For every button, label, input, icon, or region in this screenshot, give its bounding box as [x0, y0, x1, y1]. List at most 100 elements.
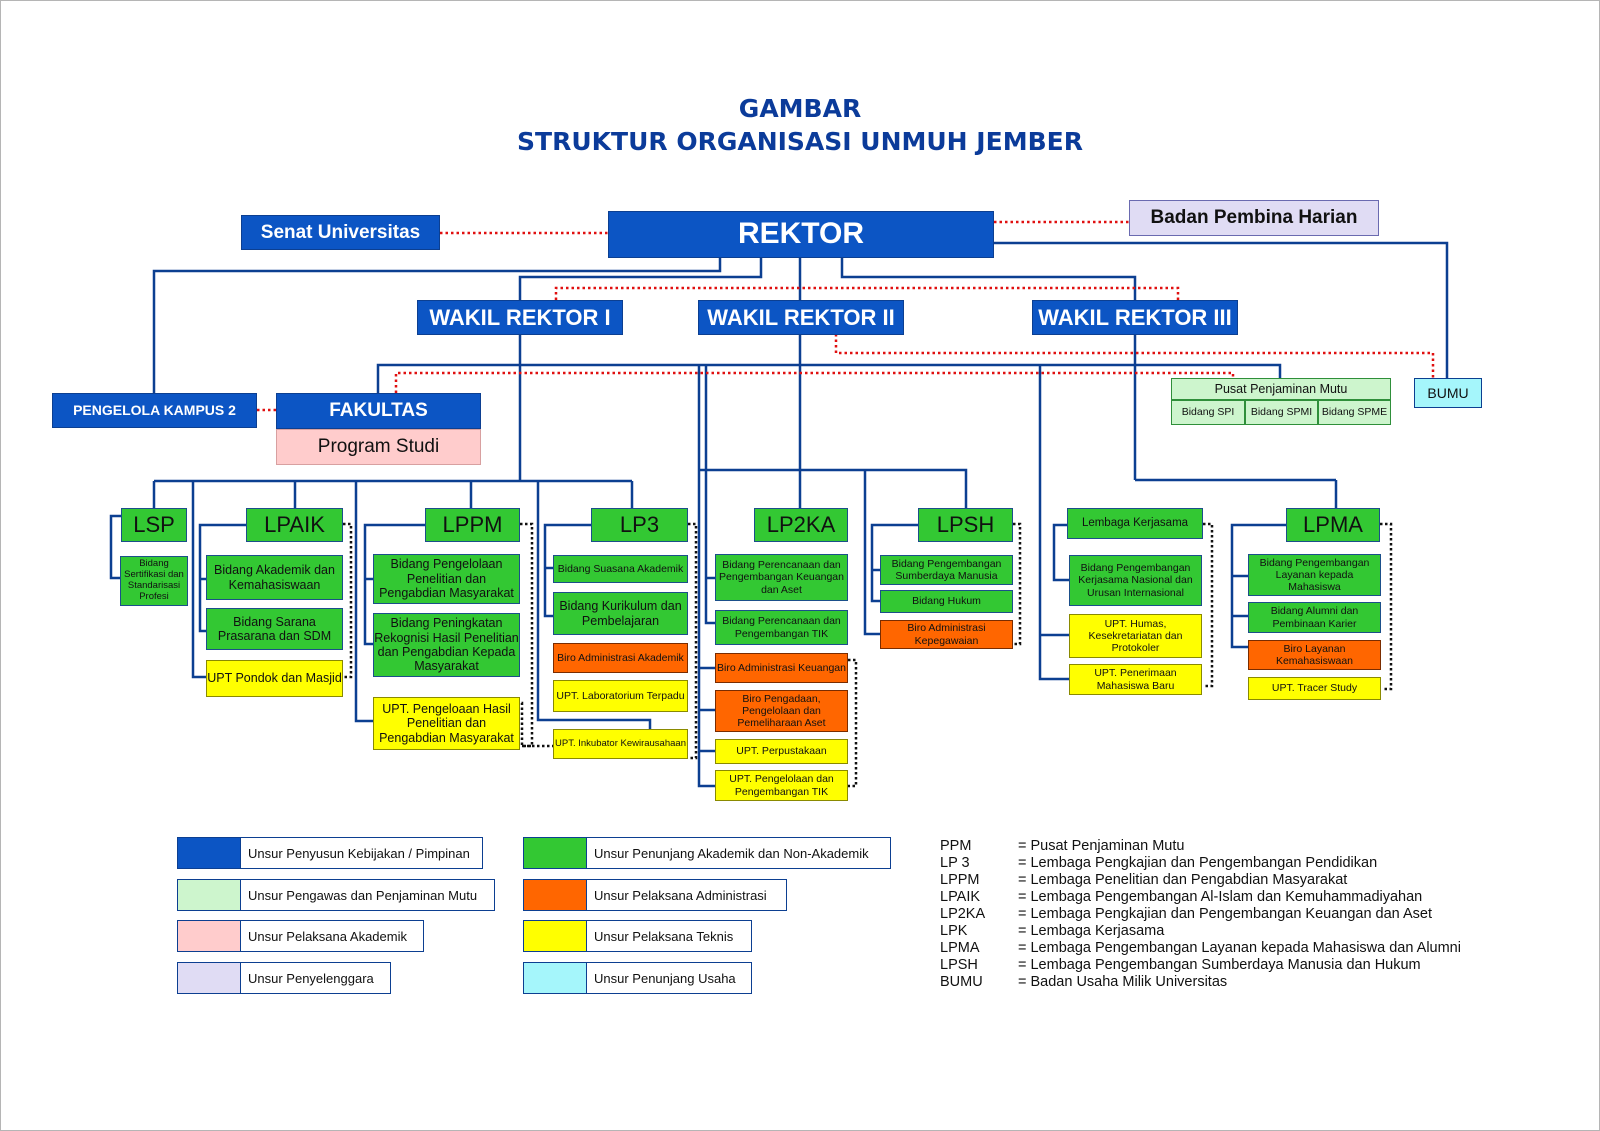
abbreviation-row: LPMA = Lembaga Pengembangan Layanan kepad…	[940, 940, 1461, 957]
abbreviation-key: LPPM	[940, 872, 980, 888]
lembaga-kerjasama-box: Lembaga Kerjasama	[1067, 508, 1203, 539]
legend-swatch	[524, 963, 587, 993]
abbreviation-key: LPK	[940, 923, 968, 939]
lpsh-item: Biro Administrasi Kepegawaian	[880, 620, 1013, 649]
ppm-title-box: Pusat Penjaminan Mutu	[1171, 378, 1391, 400]
lp3-item: Biro Administrasi Akademik	[553, 643, 688, 673]
lpaik-item: UPT Pondok dan Masjid	[206, 660, 343, 697]
fakultas-box: FAKULTAS	[276, 393, 481, 429]
legend-swatch	[178, 880, 241, 910]
legend-label: Unsur Penyelenggara	[248, 970, 374, 986]
lsp-bidang-box: Bidang Sertifikasi dan Standarisasi Prof…	[120, 556, 188, 606]
legend-label: Unsur Pelaksana Akademik	[248, 928, 407, 944]
abbreviation-key: PPM	[940, 838, 972, 854]
abbreviation-row: LPK = Lembaga Kerjasama	[940, 923, 1461, 940]
lpma-item: Bidang Alumni dan Pembinaan Karier	[1248, 602, 1381, 633]
legend-item: Unsur Pelaksana Akademik	[177, 920, 424, 952]
legend-swatch	[178, 838, 241, 868]
abbreviation-key: LP2KA	[940, 906, 986, 922]
legend-label: Unsur Pengawas dan Penjaminan Mutu	[248, 887, 478, 903]
lpma-item: Biro Layanan Kemahasiswaan	[1248, 640, 1381, 670]
abbreviation-value: = Badan Usaha Milik Universitas	[1018, 974, 1228, 990]
lp2ka-item: UPT. Pengelolaan dan Pengembangan TIK	[715, 770, 848, 801]
legend-label: Unsur Pelaksana Teknis	[594, 928, 734, 944]
abbreviation-value: = Pusat Penjaminan Mutu	[1018, 838, 1185, 854]
lp2ka-item: Biro Administrasi Keuangan	[715, 653, 848, 683]
legend-item: Unsur Penunjang Usaha	[523, 962, 752, 994]
abbreviation-value: = Lembaga Kerjasama	[1018, 923, 1165, 939]
lp2ka-item: Biro Pengadaan, Pengelolaan dan Pemeliha…	[715, 690, 848, 732]
lpma-item: Bidang Pengembangan Layanan kepada Mahas…	[1248, 554, 1381, 596]
ppm-spi-box: Bidang SPI	[1171, 400, 1245, 425]
abbreviation-key: LPSH	[940, 957, 978, 973]
lppm-item: Bidang Peningkatan Rekognisi Hasil Penel…	[373, 613, 520, 677]
legend-swatch	[178, 921, 241, 951]
legend-label: Unsur Pelaksana Administrasi	[594, 887, 767, 903]
ppm-spme-box: Bidang SPME	[1318, 400, 1391, 425]
rektor-box: REKTOR	[608, 211, 994, 258]
lp3-item: Bidang Kurikulum dan Pembelajaran	[553, 592, 688, 635]
abbreviation-row: LP 3 = Lembaga Pengkajian dan Pengembanga…	[940, 855, 1461, 872]
lp3-item: Bidang Suasana Akademik	[553, 555, 688, 583]
lpaik-item: Bidang Sarana Prasarana dan SDM	[206, 608, 343, 650]
legend-label: Unsur Penunjang Akademik dan Non-Akademi…	[594, 845, 869, 861]
legend-item: Unsur Pengawas dan Penjaminan Mutu	[177, 879, 495, 911]
wakil-rektor-2-box: WAKIL REKTOR II	[698, 300, 904, 335]
lpaik-item: Bidang Akademik dan Kemahasiswaan	[206, 555, 343, 600]
lk-item: UPT. Humas, Kesekretariatan dan Protokol…	[1069, 614, 1202, 658]
abbreviation-row: PPM = Pusat Penjaminan Mutu	[940, 838, 1461, 855]
abbreviation-key: LP 3	[940, 855, 970, 871]
abbreviation-row: LPSH= Lembaga Pengembangan Sumberdaya Ma…	[940, 957, 1461, 974]
lpsh-item: Bidang Hukum	[880, 590, 1013, 613]
lp2ka-item: Bidang Perencanaan dan Pengembangan TIK	[715, 610, 848, 645]
ppm-spmi-box: Bidang SPMI	[1245, 400, 1318, 425]
legend-swatch	[178, 963, 241, 993]
lpsh-item: Bidang Pengembangan Sumberdaya Manusia	[880, 555, 1013, 585]
legend-label: Unsur Penunjang Usaha	[594, 970, 736, 986]
legend-swatch	[524, 921, 587, 951]
lp2ka-item: UPT. Perpustakaan	[715, 739, 848, 764]
senat-box: Senat Universitas	[241, 215, 440, 250]
abbreviation-key: LPAIK	[940, 889, 981, 905]
pengelola-kampus-2-box: PENGELOLA KAMPUS 2	[52, 393, 257, 428]
chart-title-line1: GAMBAR	[738, 94, 862, 123]
abbreviation-value: = Lembaga Pengkajian dan Pengembangan Ke…	[1018, 906, 1432, 922]
legend-swatch	[524, 880, 587, 910]
lp2ka-item: Bidang Perencanaan dan Pengembangan Keua…	[715, 554, 848, 601]
wakil-rektor-3-box: WAKIL REKTOR III	[1032, 300, 1238, 335]
lsp-box: LSP	[121, 508, 187, 542]
legend-item: Unsur Penunjang Akademik dan Non-Akademi…	[523, 837, 891, 869]
lp3-item: UPT. Inkubator Kewirausahaan	[553, 729, 688, 759]
lpma-item: UPT. Tracer Study	[1248, 677, 1381, 700]
lp3-box: LP3	[591, 508, 688, 542]
bumu-box: BUMU	[1414, 378, 1482, 408]
abbreviation-key: LPMA	[940, 940, 980, 956]
legend-item: Unsur Penyelenggara	[177, 962, 391, 994]
program-studi-box: Program Studi	[276, 429, 481, 465]
lk-item: Bidang Pengembangan Kerjasama Nasional d…	[1069, 555, 1202, 606]
lppm-item: UPT. Pengeloaan Hasil Penelitian dan Pen…	[373, 697, 520, 750]
lk-item: UPT. Penerimaan Mahasiswa Baru	[1069, 664, 1202, 695]
lppm-box: LPPM	[425, 508, 520, 542]
bph-box: Badan Pembina Harian	[1129, 200, 1379, 236]
abbreviation-value: = Lembaga Pengembangan Al-Islam dan Kemu…	[1018, 889, 1423, 905]
abbreviation-list: PPM = Pusat Penjaminan Mutu LP 3 = Lembaga…	[940, 838, 1461, 991]
legend-swatch	[524, 838, 587, 868]
legend-item: Unsur Penyusun Kebijakan / Pimpinan	[177, 837, 483, 869]
abbreviation-value: = Lembaga Penelitian dan Pengabdian Masy…	[1018, 872, 1348, 888]
lp3-item: UPT. Laboratorium Terpadu	[553, 680, 688, 712]
abbreviation-row: BUMU= Badan Usaha Milik Universitas	[940, 974, 1461, 991]
abbreviation-row: LPPM = Lembaga Penelitian dan Pengabdian …	[940, 872, 1461, 889]
lpaik-box: LPAIK	[246, 508, 343, 542]
legend-label: Unsur Penyusun Kebijakan / Pimpinan	[248, 845, 470, 861]
legend-item: Unsur Pelaksana Administrasi	[523, 879, 787, 911]
abbreviation-value: = Lembaga Pengkajian dan Pengembangan Pe…	[1018, 855, 1378, 871]
lpma-box: LPMA	[1286, 508, 1380, 542]
abbreviation-row: LP2KA = Lembaga Pengkajian dan Pengembang…	[940, 906, 1461, 923]
abbreviation-value: = Lembaga Pengembangan Layanan kepada Ma…	[1018, 940, 1461, 956]
lpsh-box: LPSH	[918, 508, 1013, 542]
wakil-rektor-1-box: WAKIL REKTOR I	[417, 300, 623, 335]
lp2ka-box: LP2KA	[754, 508, 848, 542]
lppm-item: Bidang Pengelolaan Penelitian dan Pengab…	[373, 554, 520, 604]
abbreviation-row: LPAIK = Lembaga Pengembangan Al-Islam dan…	[940, 889, 1461, 906]
